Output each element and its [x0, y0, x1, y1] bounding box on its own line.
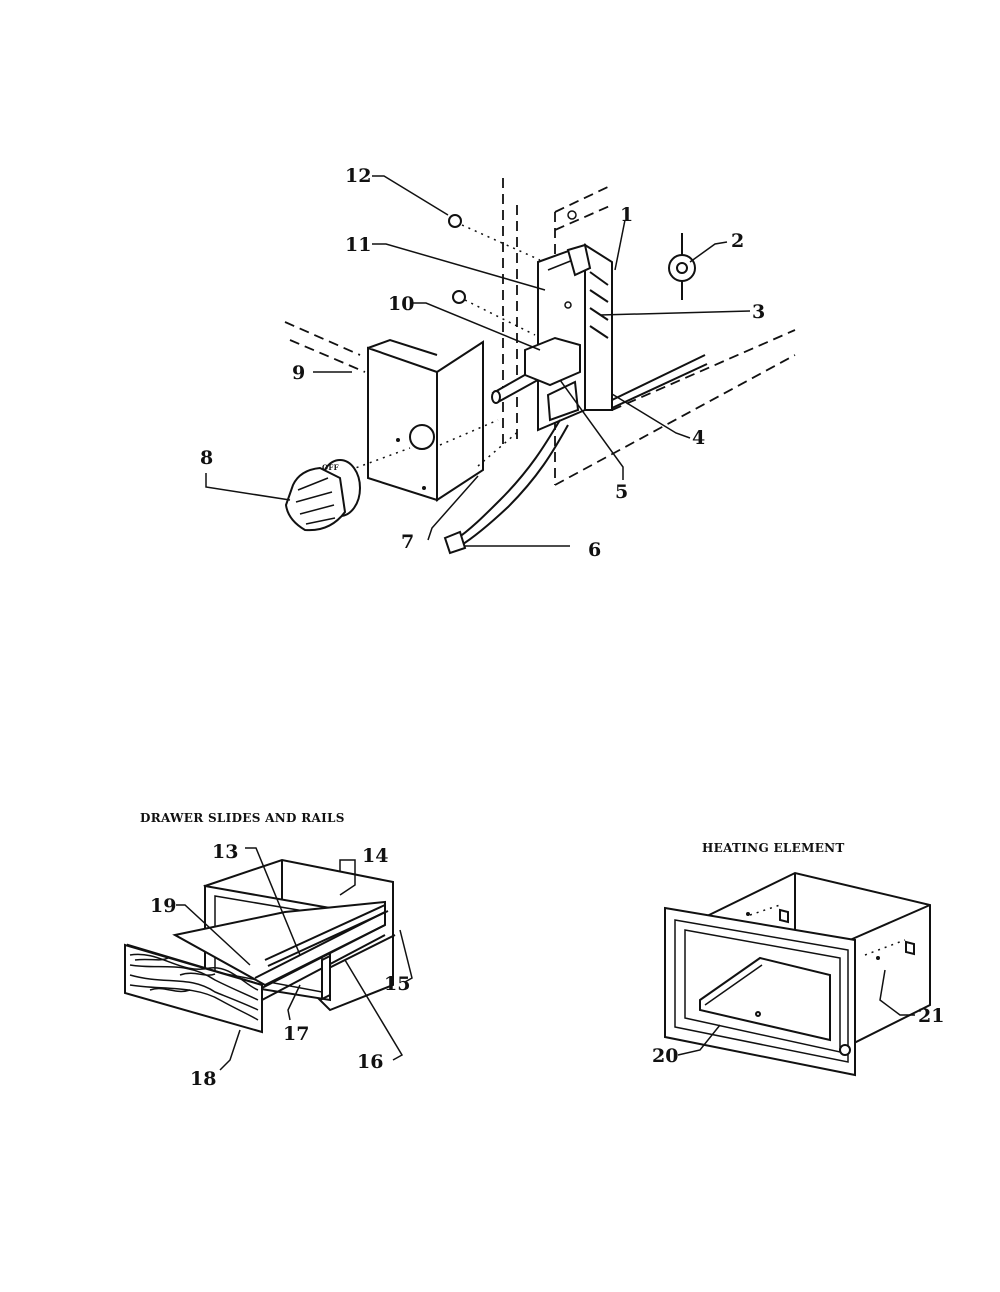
callout-14: 14	[362, 845, 388, 867]
callout-2: 2	[731, 230, 744, 252]
callout-1: 1	[620, 204, 633, 226]
callout-18: 18	[190, 1068, 216, 1090]
heating-element-illustration	[664, 871, 931, 1077]
nut-icon	[668, 233, 696, 300]
callout-11: 11	[345, 234, 371, 256]
callout-7: 7	[401, 531, 414, 553]
svg-text:OFF: OFF	[322, 463, 339, 472]
leader-lines-drawer	[176, 847, 413, 1071]
control-assembly-illustration: OFF	[284, 178, 796, 555]
drawer-section-title: DRAWER SLIDES AND RAILS	[140, 811, 345, 825]
leader-lines-top	[205, 175, 751, 547]
heating-section-title: HEATING ELEMENT	[702, 841, 845, 855]
callout-17: 17	[283, 1023, 309, 1045]
callout-6: 6	[588, 539, 601, 561]
callout-8: 8	[200, 447, 213, 469]
knob-icon: OFF	[284, 459, 361, 532]
callout-4: 4	[692, 427, 705, 449]
callout-9: 9	[292, 362, 305, 384]
callout-10: 10	[388, 293, 414, 315]
callout-3: 3	[752, 301, 765, 323]
callout-13: 13	[212, 841, 238, 863]
callout-15: 15	[384, 973, 410, 995]
callout-16: 16	[357, 1051, 383, 1073]
callout-21: 21	[918, 1005, 944, 1027]
leader-lines-heating	[677, 969, 915, 1056]
drawer-illustration	[124, 858, 396, 1034]
callout-19: 19	[150, 895, 176, 917]
callout-5: 5	[615, 481, 628, 503]
callout-20: 20	[652, 1045, 678, 1067]
callout-12: 12	[345, 165, 371, 187]
